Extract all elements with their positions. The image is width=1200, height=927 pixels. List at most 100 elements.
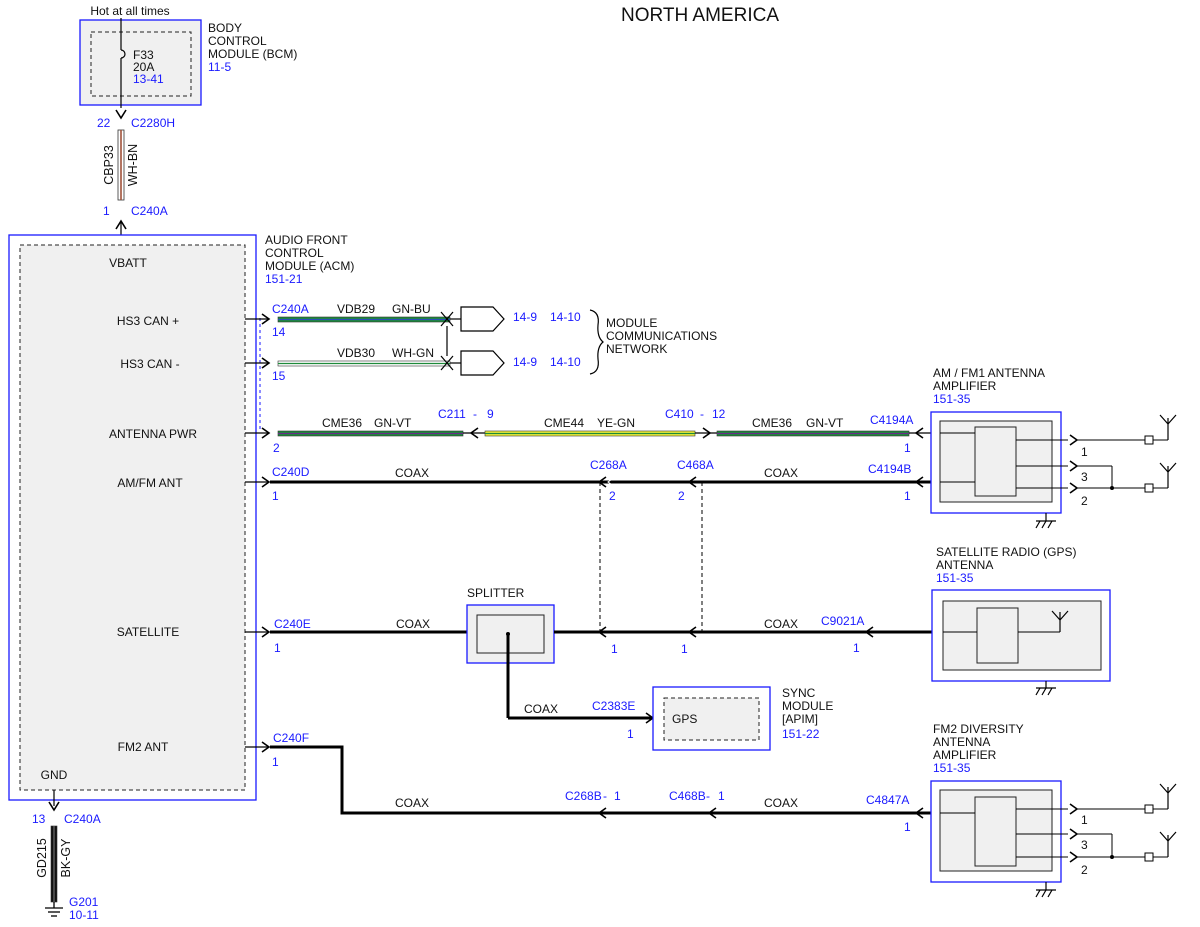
fuse-rating: 20A [133,60,154,74]
gnd-circuit: GD215 [35,838,49,878]
antpwr-seg3-color: GN-VT [806,416,844,430]
fm2-amp-name-line3: AMPLIFIER [933,748,997,762]
wire-vdb29 [277,316,451,323]
gnd-connector: C240A [64,812,101,826]
fm2-amp-pin-c: 2 [1081,863,1088,877]
network-line2: COMMUNICATIONS [606,329,717,343]
body-control-module [79,19,202,106]
can-plus-ref1: 14-9 [513,310,537,324]
amfm-connector: C240D [272,465,310,479]
can-plus-color: GN-BU [392,302,431,316]
bcm-ref: 11-5 [208,60,231,74]
bcm-name-line2: CONTROL [208,34,267,48]
amfm1-name-line2: AMPLIFIER [933,379,997,393]
fm2-end-connector: C4847A [866,793,909,807]
antpwr-splice1: C211 [438,407,466,421]
amfm1-name-line1: AM / FM1 ANTENNA [933,366,1045,380]
can-minus-color: WH-GN [392,346,434,360]
sat-end-pin: 1 [853,641,860,655]
sat-pin: 1 [274,641,281,655]
fm2-pin: 1 [272,755,279,769]
bcm-connector: C2280H [131,116,175,130]
audio-front-control-module [8,234,257,801]
network-line3: NETWORK [606,342,667,356]
vbatt-pin: 1 [103,204,110,218]
amfm-pin: 1 [272,489,279,503]
gps-connector: C2383E [592,699,635,713]
antpwr-splice2-dash: - [700,407,704,421]
ground-icon [1035,681,1056,696]
sat-antenna-name-line2: ANTENNA [936,558,993,572]
antenna-icon [1159,414,1177,488]
antpwr-seg1-circuit: CME36 [322,416,362,430]
antpwr-seg1-color: GN-VT [374,416,412,430]
wire-vdb30 [277,360,451,367]
coax-fm2 [270,745,940,815]
fm2-inline2: C468B [669,789,706,803]
fm2-inline2-pin: 1 [718,789,725,803]
acm-pin-antenna-pwr: ANTENNA PWR [109,427,197,441]
can-connector: C240A [272,302,309,316]
bcm-name-line1: BODY [208,21,242,35]
antpwr-splice1-dash: - [473,407,477,421]
acm-pin-fm2-ant: FM2 ANT [118,740,169,754]
vbatt-connector: C240A [131,204,168,218]
sync-line1: SYNC [782,686,816,700]
antpwr-pin: 2 [273,441,280,455]
can-minus-ref1: 14-9 [513,355,537,369]
sat-end-connector: C9021A [821,614,864,628]
antpwr-end-pin: 1 [904,441,911,455]
satellite-antenna [931,589,1111,696]
gnd-pin: 13 [32,812,46,826]
acm-name-line1: AUDIO FRONT [265,233,348,247]
acm-pin-satellite: SATELLITE [117,625,179,639]
acm-pin-vbatt: VBATT [109,256,147,270]
ground-symbol-icon [45,902,63,917]
sat-connector: C240E [274,617,311,631]
amfm1-pin-b: 3 [1081,470,1088,484]
fm2-amp-pin-b: 3 [1081,838,1088,852]
bcm-pin: 22 [97,116,111,130]
wire-cme36 [277,430,464,437]
ground-icon [1035,513,1056,529]
can-minus-circuit: VDB30 [337,346,375,360]
sat-antenna-name-line1: SATELLITE RADIO (GPS) [936,545,1076,559]
offpage-connector-icon [460,306,505,332]
antpwr-splice1-pin: 9 [487,407,494,421]
connector-icon [1144,435,1154,445]
am-fm1-antenna-amplifier [930,411,1177,529]
can-plus-pin: 14 [272,325,286,339]
fm2-end-pin: 1 [904,820,911,834]
acm-name-line2: CONTROL [265,246,324,260]
gps-label: GPS [672,712,697,726]
sync-ref: 151-22 [782,727,820,741]
page-title: NORTH AMERICA [621,5,779,26]
connector-icon [1144,852,1154,862]
fuse-id: F33 [133,48,154,62]
amfm-end-pin: 1 [904,489,911,503]
acm-pin-hs3-can-plus: HS3 CAN + [117,314,179,328]
acm-pin-gnd: GND [41,768,68,782]
bcm-name-line3: MODULE (BCM) [208,47,297,61]
splitter [466,604,555,664]
antpwr-end-connector: C4194A [870,413,913,427]
antpwr-seg2-circuit: CME44 [544,416,584,430]
network-line1: MODULE [606,316,657,330]
can-minus-ref2: 14-10 [550,355,581,369]
acm-pin-hs3-can-minus: HS3 CAN - [120,357,179,371]
sync-module [652,686,771,751]
amfm-inline2-pin: 2 [678,489,685,503]
sat-cable2: COAX [764,617,798,631]
connector-c2280h-icon [115,109,127,120]
can-plus-ref2: 14-10 [550,310,581,324]
acm-ref: 151-21 [265,272,303,286]
gps-pin: 1 [627,727,634,741]
sync-line2: MODULE [782,699,833,713]
can-plus-circuit: VDB29 [337,302,375,316]
antpwr-splice2: C410 [665,407,694,421]
acm-name-line3: MODULE (ACM) [265,259,354,273]
fm2-amp-name-line2: ANTENNA [933,735,990,749]
sat-inline2-pin: 1 [681,642,688,656]
amfm-cable2: COAX [764,466,798,480]
wire-cme44 [484,430,696,437]
